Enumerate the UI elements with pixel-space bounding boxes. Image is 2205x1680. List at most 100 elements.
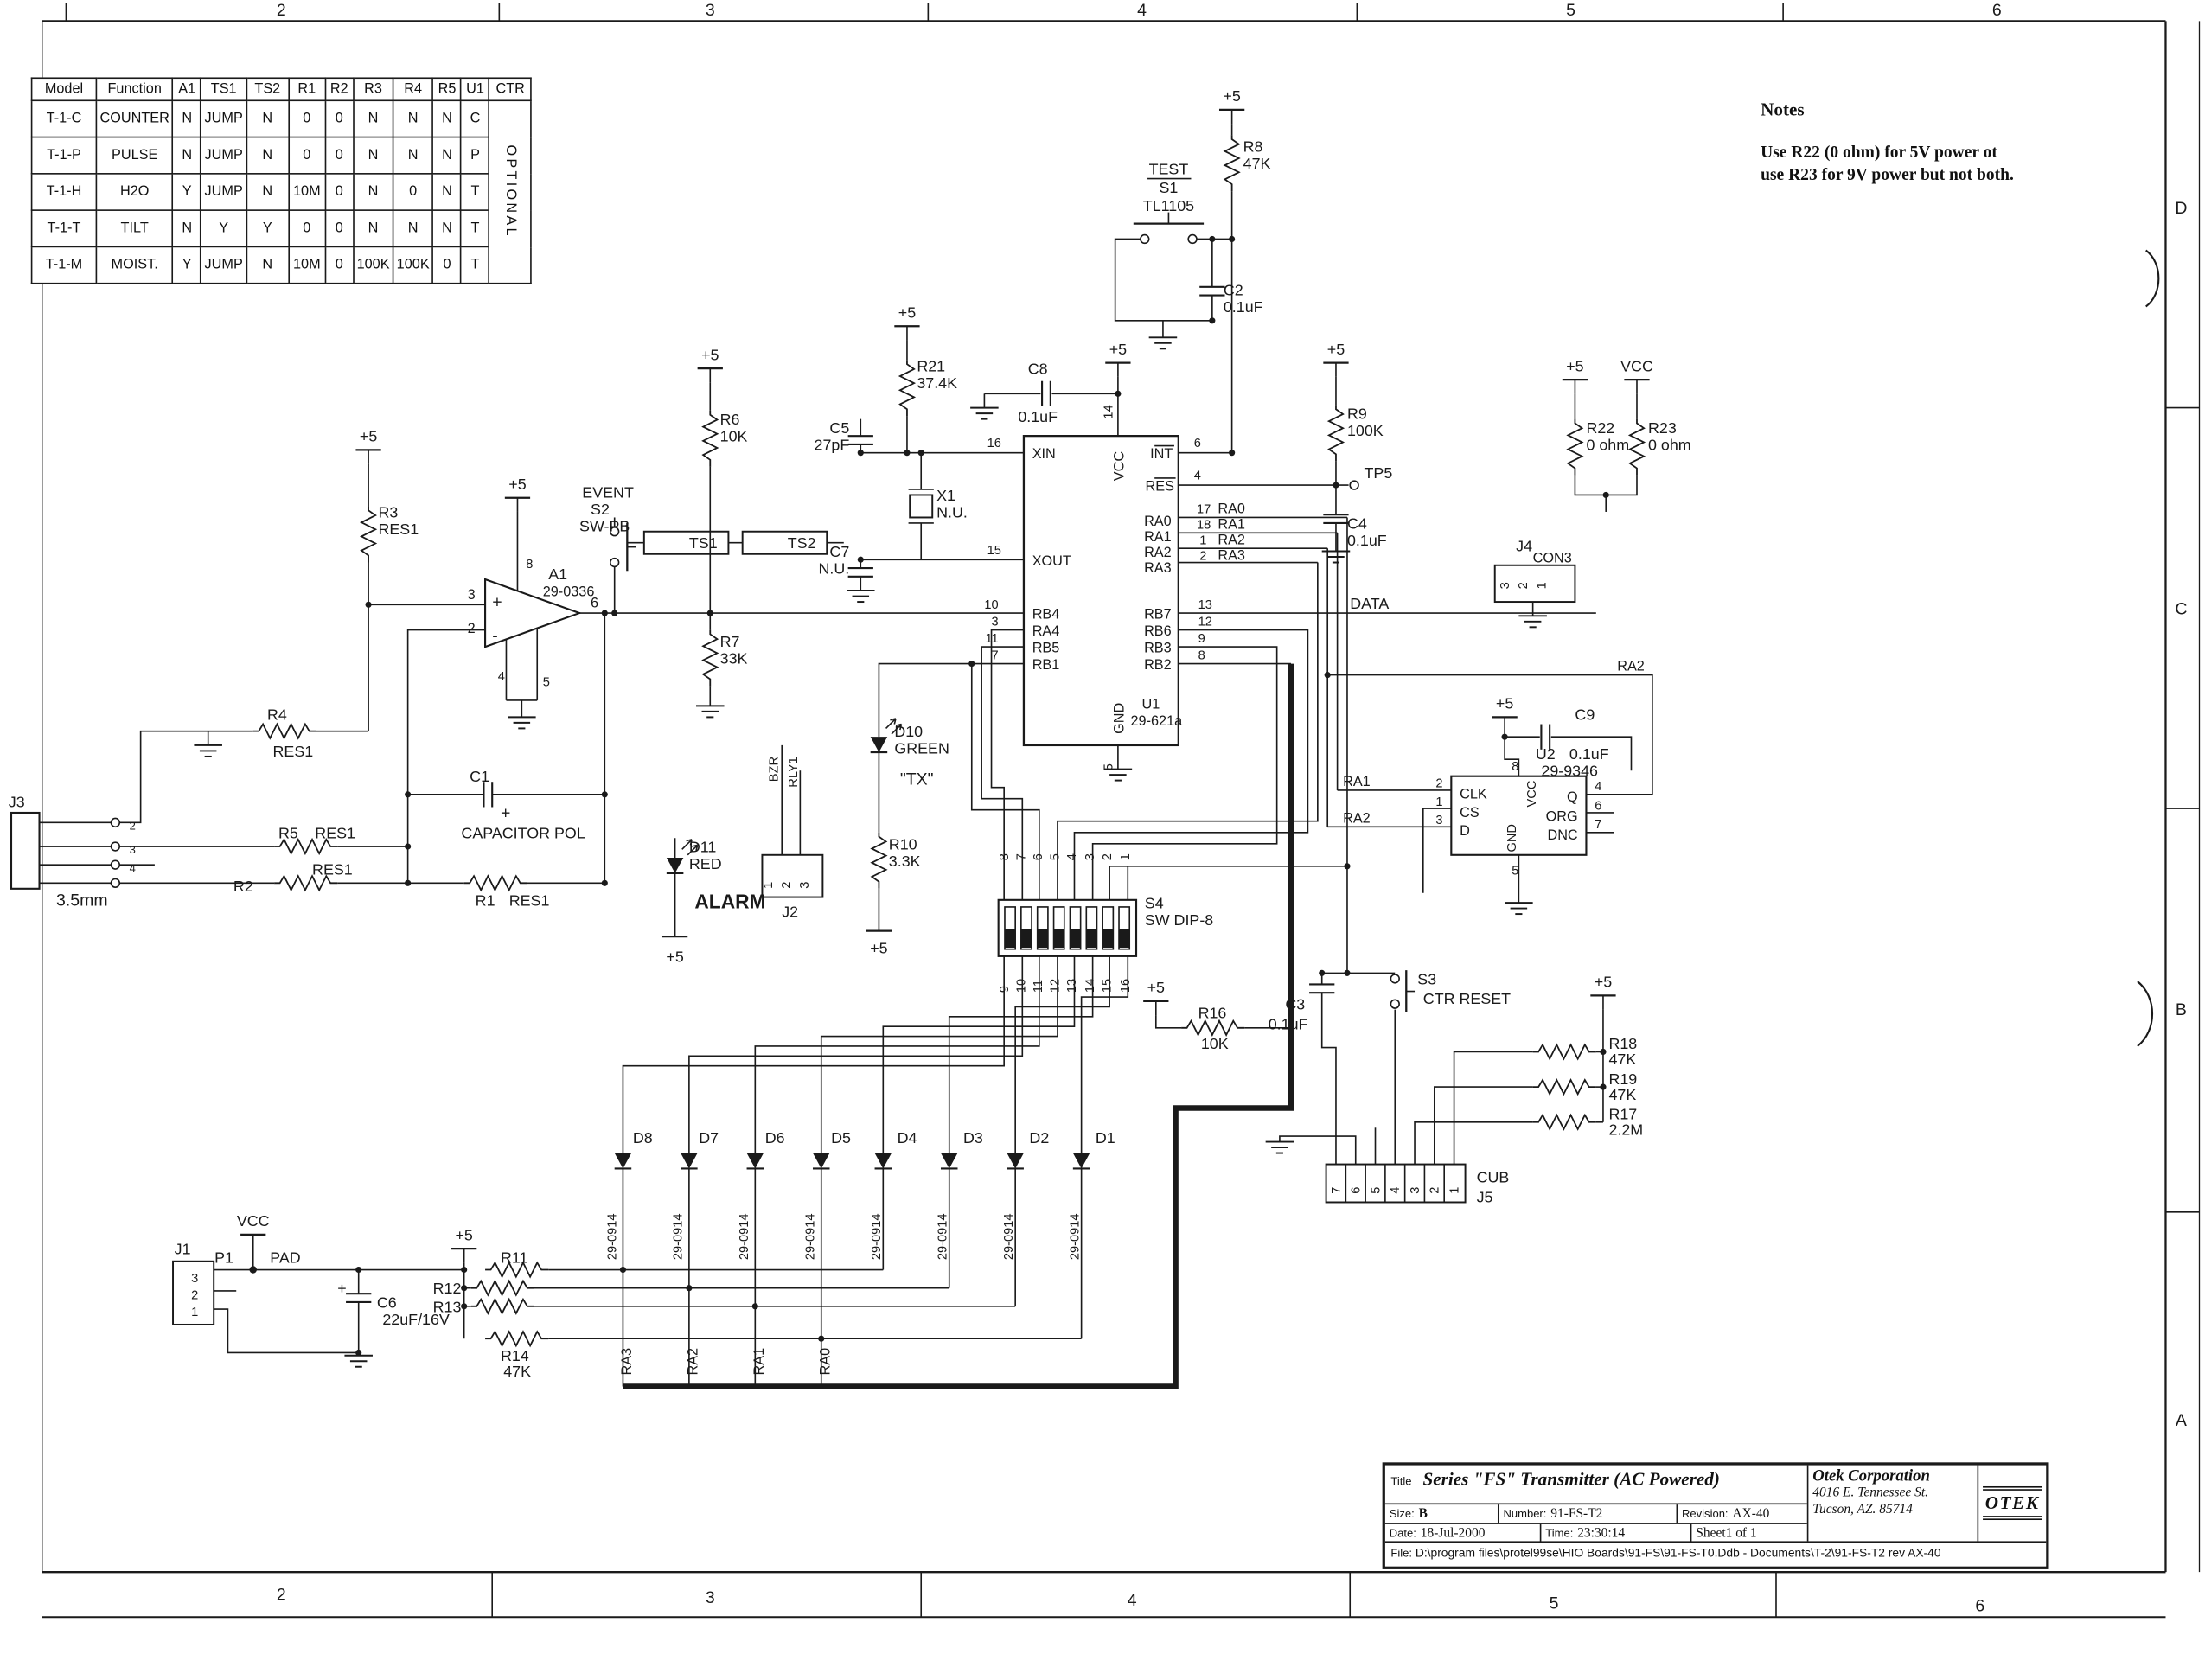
- config-table-cell: N: [431, 136, 463, 175]
- config-table-cell: Y: [172, 173, 202, 211]
- resistor: [1566, 418, 1584, 476]
- zone-label: 5: [1550, 1594, 1559, 1613]
- schematic-label: R3: [378, 503, 398, 521]
- junction-dot: [405, 879, 412, 886]
- config-table-cell: 0: [287, 209, 326, 248]
- wire: [214, 1308, 359, 1354]
- crystal-body: [909, 494, 934, 519]
- size-value: B: [1418, 1506, 1428, 1521]
- revision-value: AX-40: [1732, 1506, 1770, 1521]
- schematic-label: DNC: [1547, 827, 1577, 843]
- junction-dot: [601, 879, 608, 886]
- schematic-label: RA1: [1218, 516, 1245, 532]
- schematic-label: R4: [267, 706, 287, 724]
- schematic-label: 15: [1101, 979, 1115, 993]
- junction-dot: [355, 1349, 362, 1357]
- schematic-label: J4: [1516, 538, 1532, 555]
- diode: [1072, 1153, 1090, 1169]
- schematic-label: 29-0914: [738, 1213, 751, 1260]
- ic-u2-body: [1450, 775, 1588, 856]
- zone-label: 3: [706, 1588, 715, 1607]
- config-table-cell: T: [460, 209, 490, 248]
- schematic-label: RA3: [619, 1348, 635, 1376]
- schematic-label: D10: [894, 723, 923, 740]
- schematic-label: 29-0914: [870, 1213, 884, 1260]
- schematic-label: 47K: [1608, 1086, 1636, 1103]
- schematic-label: 17: [1197, 503, 1211, 517]
- resistor: [463, 874, 527, 892]
- config-table-cell: N: [392, 99, 434, 138]
- schematic-label: PAD: [270, 1249, 301, 1266]
- junction-dot: [968, 661, 975, 668]
- schematic-label: XOUT: [1032, 553, 1071, 569]
- schematic-label: +5: [1147, 979, 1165, 996]
- schematic-label: GND: [1111, 703, 1127, 734]
- config-table-cell: N: [246, 136, 290, 175]
- resistor: [1532, 1077, 1596, 1096]
- config-table-cell: T-1-C: [30, 99, 98, 138]
- schematic-label: R23: [1648, 419, 1677, 437]
- schematic-label: +: [501, 803, 510, 822]
- config-table-header: R3: [352, 77, 394, 102]
- schematic-label: D6: [765, 1129, 785, 1147]
- terminal: [1390, 974, 1400, 984]
- schematic-label: 11: [985, 632, 998, 646]
- schematic-label: +: [492, 593, 502, 612]
- schematic-label: 47K: [1243, 155, 1271, 172]
- schematic-label: RA3: [1144, 560, 1172, 576]
- schematic-label: 100K: [1347, 422, 1384, 439]
- notes: Notes Use R22 (0 ohm) for 5V power ot us…: [1761, 99, 2183, 186]
- opamp-body: [484, 578, 583, 648]
- schematic-label: R11: [501, 1249, 528, 1266]
- schematic-label: TS2: [788, 534, 816, 552]
- led-arrow: [681, 839, 693, 850]
- config-table-cell: N: [352, 209, 394, 248]
- schematic-label: R5: [278, 824, 298, 841]
- otek-logo: OTEK: [1978, 1466, 2046, 1542]
- junction-dot: [365, 601, 372, 608]
- resistor: [701, 629, 719, 687]
- config-table-cell: JUMP: [200, 99, 247, 138]
- schematic-label: 2: [1199, 549, 1206, 563]
- wire: [118, 730, 253, 824]
- diode: [874, 1153, 892, 1169]
- led-arrow: [890, 718, 897, 721]
- config-table-cell: N: [352, 136, 394, 175]
- schematic-label: 6: [1350, 1187, 1364, 1194]
- config-table-header: TS2: [246, 77, 290, 102]
- led-arrow: [686, 839, 693, 842]
- junction-dot: [1333, 482, 1339, 489]
- junction-dot: [355, 1266, 362, 1274]
- schematic-label: N.U.: [819, 560, 850, 578]
- config-table-cell: C: [460, 99, 490, 138]
- schematic-label: TP5: [1364, 464, 1392, 482]
- schematic-label: R8: [1243, 138, 1263, 156]
- junction-dot: [1344, 969, 1351, 976]
- config-table-cell: PULSE: [95, 136, 174, 175]
- schematic-label: U1: [1142, 697, 1160, 712]
- dip-switch-pole: [1102, 906, 1115, 950]
- schematic-label: RLY1: [787, 757, 801, 788]
- schematic-label: 5: [1369, 1187, 1383, 1194]
- wire: [970, 662, 1040, 900]
- config-table-cell: T-1-P: [30, 136, 98, 175]
- wire: [820, 955, 1058, 1153]
- terminal: [609, 557, 620, 568]
- config-table-cell: 0: [324, 246, 355, 284]
- schematic-label: 0.1uF: [1347, 532, 1387, 549]
- terminal: [110, 817, 121, 828]
- sheet-value: Sheet1 of 1: [1696, 1526, 1757, 1541]
- config-table-cell: 0: [324, 209, 355, 248]
- junction-dot: [857, 450, 864, 457]
- wire: [1453, 1051, 1533, 1165]
- config-table-header: Model: [30, 77, 98, 102]
- schematic-label: 1: [1119, 853, 1133, 860]
- config-table-cell: COUNTER: [95, 99, 174, 138]
- schematic-label: 29-9346: [1541, 763, 1598, 780]
- schematic-label: 4: [498, 670, 505, 684]
- schematic-label: 18: [1197, 518, 1211, 532]
- zone-label: 4: [1137, 1, 1147, 20]
- junction-dot: [751, 1303, 758, 1310]
- schematic-label: 5: [1102, 763, 1115, 770]
- junction-dot: [619, 1266, 627, 1274]
